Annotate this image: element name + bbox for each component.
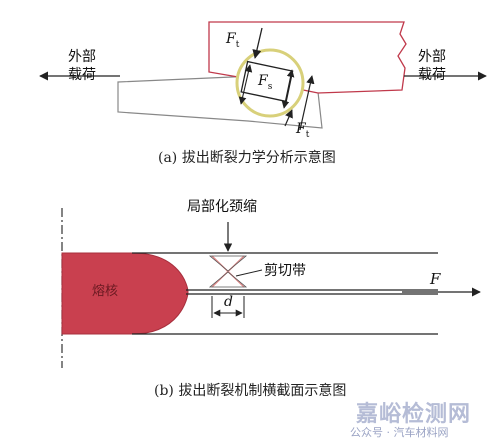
- force-bottom-label: Ft: [296, 121, 310, 140]
- right-load-label: 外部 载荷: [418, 49, 446, 83]
- watermark-brand: 嘉峪检测网: [356, 402, 472, 427]
- force-arrow-bottom: [284, 109, 293, 127]
- force-arrow-top: [252, 27, 263, 59]
- nugget-shape: [61, 252, 189, 335]
- shear-band-leader: [235, 269, 263, 277]
- force-center-label: Fs: [258, 73, 273, 92]
- necking-label: 局部化颈缩: [187, 199, 257, 215]
- watermark-source: 公众号 · 汽车材料网: [350, 426, 449, 439]
- diagram-a: [39, 21, 487, 131]
- force-top-label: Ft: [226, 31, 240, 50]
- dimension-label: d: [224, 294, 233, 310]
- nugget-label: 熔核: [92, 284, 119, 299]
- caption-b: (b) 拔出断裂机制横截面示意图: [154, 383, 347, 399]
- shear-band-label: 剪切带: [264, 263, 306, 279]
- shear-band: [208, 255, 248, 288]
- force-arrow-left: [238, 64, 253, 105]
- diagram-b: [61, 208, 481, 368]
- force-label: F: [430, 270, 441, 288]
- caption-a: (a) 拔出断裂力学分析示意图: [158, 150, 336, 166]
- left-load-label: 外部 载荷: [68, 49, 96, 83]
- force-arrow-bottom-outer: [299, 75, 315, 131]
- force-arrow-right: [281, 69, 295, 109]
